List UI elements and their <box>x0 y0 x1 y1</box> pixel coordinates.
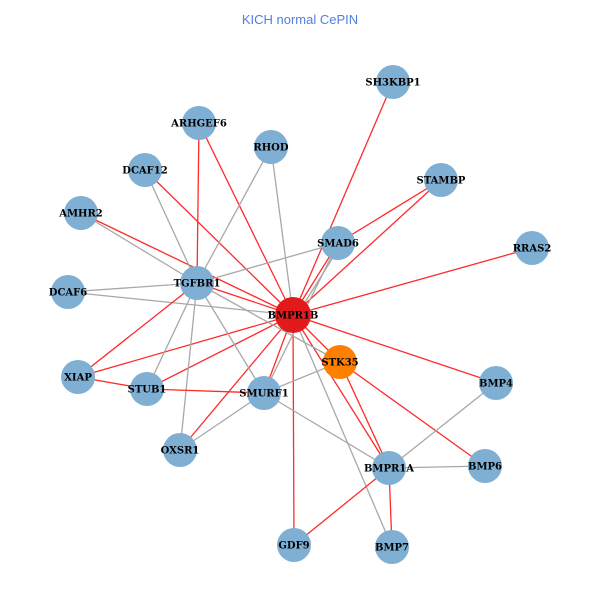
node-label: DCAF6 <box>49 288 87 299</box>
node-circle[interactable] <box>468 449 502 483</box>
node-circle[interactable] <box>376 65 410 99</box>
node-amhr2[interactable]: AMHR2 <box>58 196 103 230</box>
node-circle[interactable] <box>323 345 357 379</box>
edge-bmpr1b-gdf9 <box>292 314 295 546</box>
node-label: AMHR2 <box>58 209 103 220</box>
node-tgfbr1[interactable]: TGFBR1 <box>174 266 221 300</box>
node-bmp4[interactable]: BMP4 <box>479 366 513 400</box>
node-label: STK35 <box>321 358 358 369</box>
node-circle[interactable] <box>372 451 406 485</box>
node-circle[interactable] <box>61 360 95 394</box>
node-label: RHOD <box>253 143 288 154</box>
node-bmpr1a[interactable]: BMPR1A <box>364 451 414 485</box>
node-circle[interactable] <box>128 153 162 187</box>
edge-bmpr1b-arhgef6 <box>198 122 294 316</box>
node-rhod[interactable]: RHOD <box>253 130 289 164</box>
node-label: TGFBR1 <box>174 279 221 290</box>
node-sh3kbp1[interactable]: SH3KBP1 <box>365 65 421 99</box>
edge-bmpr1b-rhod <box>270 146 294 316</box>
edge-smurf1-bmpr1a <box>263 392 390 469</box>
node-label: ARHGEF6 <box>170 119 227 130</box>
node-circle[interactable] <box>479 366 513 400</box>
node-circle[interactable] <box>163 433 197 467</box>
edge-bmpr1b-xiap <box>77 314 294 378</box>
edge-bmpr1b-oxsr1 <box>179 314 294 451</box>
node-circle[interactable] <box>424 163 458 197</box>
node-smad6[interactable]: SMAD6 <box>317 226 359 260</box>
node-dcaf12[interactable]: DCAF12 <box>122 153 168 187</box>
edge-stk35-bmp6 <box>339 361 486 467</box>
node-circle[interactable] <box>130 372 164 406</box>
node-label: BMP7 <box>375 543 409 554</box>
edge-tgfbr1-xiap <box>77 282 198 378</box>
node-label: BMP6 <box>468 462 502 473</box>
node-bmp6[interactable]: BMP6 <box>468 449 502 483</box>
node-xiap[interactable]: XIAP <box>61 360 95 394</box>
edge-stub1-smurf1 <box>146 388 265 394</box>
node-circle[interactable] <box>375 530 409 564</box>
edge-bmpr1b-rras2 <box>292 247 533 316</box>
chart-title: KICH normal CePIN <box>241 12 359 27</box>
node-circle[interactable] <box>64 196 98 230</box>
edge-stk35-bmpr1a <box>339 361 390 469</box>
node-label: SMAD6 <box>317 239 359 250</box>
edge-bmpr1b-bmp4 <box>292 314 497 384</box>
node-stambp[interactable]: STAMBP <box>417 163 466 197</box>
node-label: SH3KBP1 <box>365 78 420 89</box>
node-label: STAMBP <box>417 176 466 187</box>
node-label: RRAS2 <box>513 244 552 255</box>
edge-tgfbr1-arhgef6 <box>196 122 200 284</box>
node-label: SMURF1 <box>239 389 288 400</box>
edge-bmpr1a-bmp4 <box>388 382 497 469</box>
edge-tgfbr1-rhod <box>196 146 272 284</box>
node-label: OXSR1 <box>161 446 200 457</box>
node-label: DCAF12 <box>122 166 167 177</box>
edge-tgfbr1-stub1 <box>146 282 198 390</box>
node-stk35[interactable]: STK35 <box>321 345 359 379</box>
node-bmp7[interactable]: BMP7 <box>375 530 409 564</box>
node-oxsr1[interactable]: OXSR1 <box>161 433 200 467</box>
node-label: BMP4 <box>479 379 513 390</box>
node-circle[interactable] <box>515 231 549 265</box>
node-circle[interactable] <box>247 376 281 410</box>
edge-bmpr1b-sh3kbp1 <box>292 81 394 316</box>
edge-bmpr1b-bmp7 <box>292 314 393 548</box>
edge-bmpr1a-gdf9 <box>293 467 390 546</box>
node-circle[interactable] <box>321 226 355 260</box>
edge-tgfbr1-oxsr1 <box>179 282 198 451</box>
edge-tgfbr1-dcaf6 <box>67 282 198 293</box>
node-stub1[interactable]: STUB1 <box>128 372 167 406</box>
node-dcaf6[interactable]: DCAF6 <box>49 275 87 309</box>
node-label: BMPR1A <box>364 464 414 475</box>
edge-bmpr1b-bmpr1a <box>292 314 390 469</box>
node-circle[interactable] <box>277 528 311 562</box>
node-smurf1[interactable]: SMURF1 <box>239 376 289 410</box>
node-label: XIAP <box>64 373 92 384</box>
node-circle[interactable] <box>254 130 288 164</box>
node-label: GDF9 <box>278 541 309 552</box>
edge-tgfbr1-stk35 <box>196 282 341 363</box>
edge-bmpr1b-stambp <box>292 179 442 316</box>
node-gdf9[interactable]: GDF9 <box>277 528 311 562</box>
node-rras2[interactable]: RRAS2 <box>513 231 552 265</box>
edge-bmpr1b-stub1 <box>146 314 294 390</box>
node-circle[interactable] <box>180 266 214 300</box>
node-circle[interactable] <box>182 106 216 140</box>
edge-smad6-stambp <box>337 179 442 244</box>
node-bmpr1b[interactable]: BMPR1B <box>268 297 319 333</box>
node-circle[interactable] <box>275 297 311 333</box>
edge-tgfbr1-smad6 <box>196 242 339 284</box>
edge-bmpr1b-dcaf6 <box>67 291 294 316</box>
edge-tgfbr1-dcaf12 <box>144 169 198 284</box>
node-arhgef6[interactable]: ARHGEF6 <box>170 106 227 140</box>
node-label: BMPR1B <box>268 311 319 322</box>
edge-tgfbr1-smurf1 <box>196 282 265 394</box>
edge-tgfbr1-amhr2 <box>80 212 198 284</box>
edge-bmpr1b-amhr2 <box>80 212 294 316</box>
node-circle[interactable] <box>51 275 85 309</box>
node-label: STUB1 <box>128 385 167 396</box>
